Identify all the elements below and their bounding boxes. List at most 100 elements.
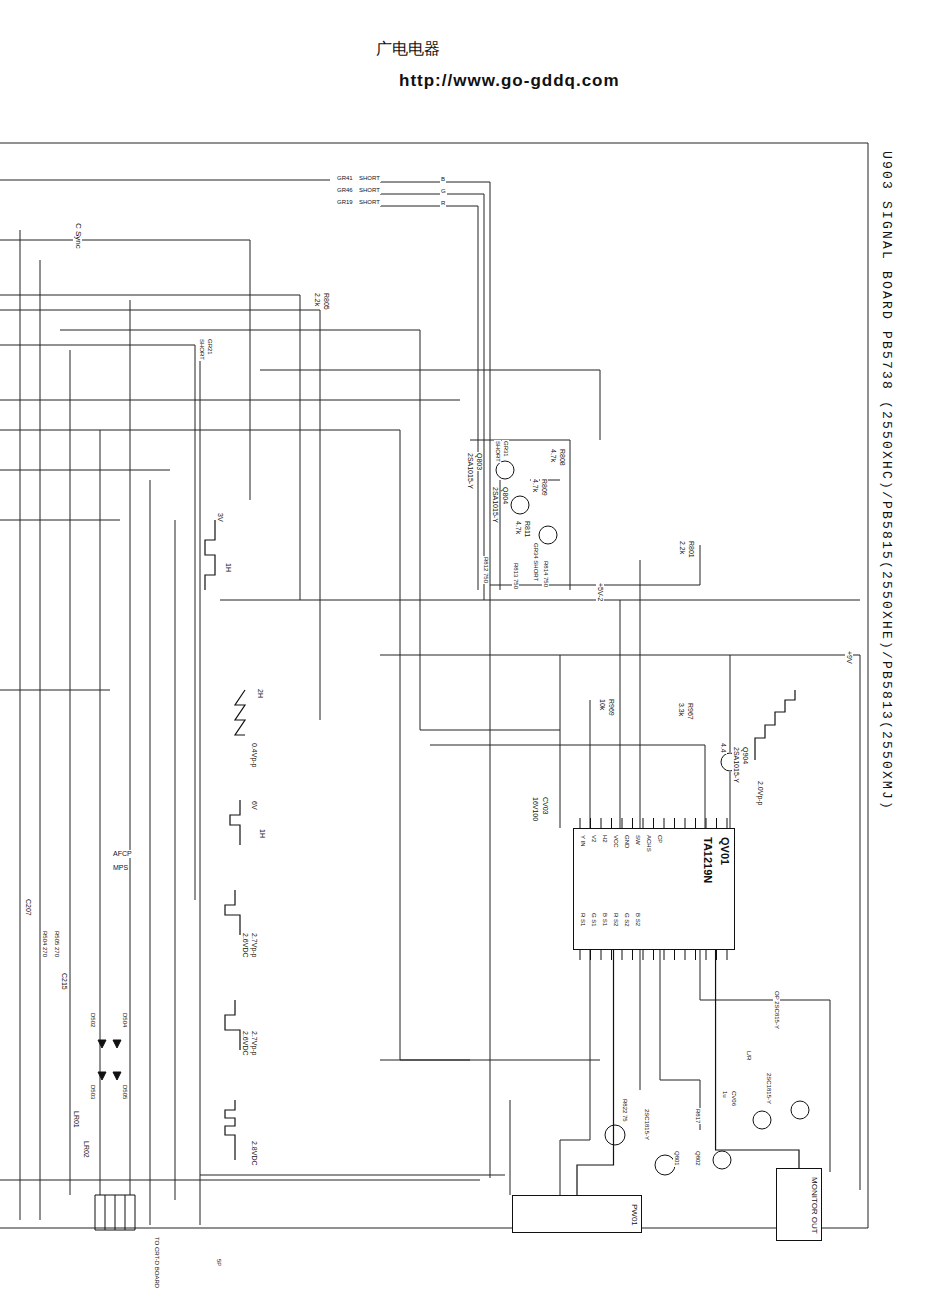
signal-wire — [716, 950, 799, 1168]
component-label: VCC — [612, 834, 619, 849]
component-label: 0.4Vp-p — [250, 742, 258, 769]
component-label: +9V — [845, 650, 853, 665]
component-label: OP 2SC815-Y — [773, 990, 780, 1030]
component-label: 2SA1015-Y — [466, 452, 474, 490]
ic-pin — [611, 818, 612, 828]
component-label: Y IN — [579, 834, 586, 848]
component-label: SHORT — [198, 338, 205, 361]
component-label: G — [440, 188, 447, 195]
component-label: 2.2k — [313, 292, 321, 307]
component-label: G S2 — [623, 912, 630, 928]
connector-label: MONITOR OUT — [809, 1177, 818, 1234]
ic-pin — [674, 818, 675, 828]
component-label: R504 270 — [41, 930, 48, 958]
component-label: R812 750 — [482, 556, 489, 584]
diode-symbols — [98, 1040, 121, 1080]
ic-box: QV01 TA1219N — [573, 828, 735, 950]
component-label: 10k — [598, 698, 606, 711]
component-label: D504 — [121, 1012, 128, 1028]
component-label: R801 — [687, 540, 695, 559]
component-label: LR02 — [82, 1140, 90, 1159]
ic-pin — [695, 950, 696, 960]
component-label: GR46 — [336, 187, 354, 194]
ic-pin — [643, 818, 644, 828]
component-label: R814 750 — [542, 560, 549, 588]
component-label: 16V100 — [531, 796, 539, 822]
ic-pin — [590, 950, 591, 960]
component-label: R817 — [694, 1108, 701, 1124]
component-label: Q804 — [501, 486, 509, 505]
component-label: GR19 — [336, 199, 354, 206]
component-label: D505 — [121, 1084, 128, 1100]
component-label: SW — [634, 834, 641, 846]
component-label: Q801 — [673, 1150, 680, 1167]
ic-pin — [601, 818, 602, 828]
ic-pin — [664, 818, 665, 828]
ic-pin — [580, 818, 581, 828]
component-label: G S1 — [590, 912, 597, 928]
ic-pin — [632, 818, 633, 828]
signal-wire — [577, 950, 614, 1195]
ic-pin — [685, 818, 686, 828]
ic-pin — [706, 950, 707, 960]
component-label: 3V — [216, 512, 224, 523]
ic-pin — [727, 950, 728, 960]
component-label: R S2 — [612, 912, 619, 927]
component-label: R813 750 — [512, 562, 519, 590]
header-text: http://www.go-gddq.com — [398, 72, 621, 91]
component-label: SHORT — [358, 187, 381, 194]
component-label: LR01 — [72, 1110, 80, 1129]
component-label: R808 — [558, 448, 566, 467]
component-label: B S1 — [601, 912, 608, 927]
component-label: 2SC1815-Y — [643, 1108, 650, 1141]
ic-pin — [653, 818, 654, 828]
component-label: D503 — [89, 1084, 96, 1100]
component-label: R811 — [523, 520, 531, 538]
component-label: GR41 — [336, 175, 354, 182]
component-label: 2.2k — [678, 540, 686, 555]
component-label: D502 — [89, 1012, 96, 1028]
component-label: 5P — [215, 1258, 222, 1267]
component-label: 2SC1815-Y — [765, 1072, 772, 1105]
ic-pin — [622, 950, 623, 960]
transistor-symbols — [496, 461, 809, 1175]
header-text: 广电电器 — [375, 40, 441, 58]
component-label: SHORT — [358, 175, 381, 182]
component-label: 2.7Vp-p — [250, 1030, 258, 1057]
component-label: Q904 — [741, 746, 749, 765]
component-label: R822 75 — [621, 1098, 628, 1123]
component-label: 2.8VDC — [250, 1140, 258, 1167]
component-label: 2.0Vp-p — [756, 780, 764, 807]
ic-pin — [685, 950, 686, 960]
ic-pin — [580, 950, 581, 960]
component-label: R505 270 — [53, 930, 60, 958]
ic-label: QV01 — [719, 837, 731, 865]
ic-label: TA1219N — [702, 837, 714, 883]
component-label: GR21 — [206, 338, 213, 356]
waveforms — [205, 520, 795, 1160]
component-label: +5V-2 — [596, 582, 604, 603]
component-label: 1u — [721, 1090, 728, 1099]
component-label: B S2 — [634, 912, 641, 927]
component-label: 4.7k — [514, 520, 522, 535]
component-label: 4.4 — [719, 742, 727, 754]
ic-pin — [622, 818, 623, 828]
component-label: R805 — [322, 292, 330, 311]
component-label: 2.6VDC — [241, 932, 249, 959]
component-label: 2SA1015-Y — [732, 746, 740, 784]
ic-pin — [695, 818, 696, 828]
component-label: 2H — [256, 688, 264, 699]
component-label: C Sync — [73, 222, 82, 250]
component-label: R809 — [540, 478, 548, 497]
component-label: V2 — [590, 834, 597, 843]
component-label: CV03 — [541, 796, 549, 816]
component-label: 3.3k — [677, 702, 685, 717]
ic-pin — [716, 818, 717, 828]
component-label: 4.7k — [549, 448, 557, 463]
component-label: R967 — [686, 702, 694, 721]
component-label: L/R — [745, 1050, 752, 1061]
component-label: MPS — [112, 864, 129, 872]
component-label: R969 — [607, 698, 615, 717]
component-label: GND — [623, 834, 630, 849]
